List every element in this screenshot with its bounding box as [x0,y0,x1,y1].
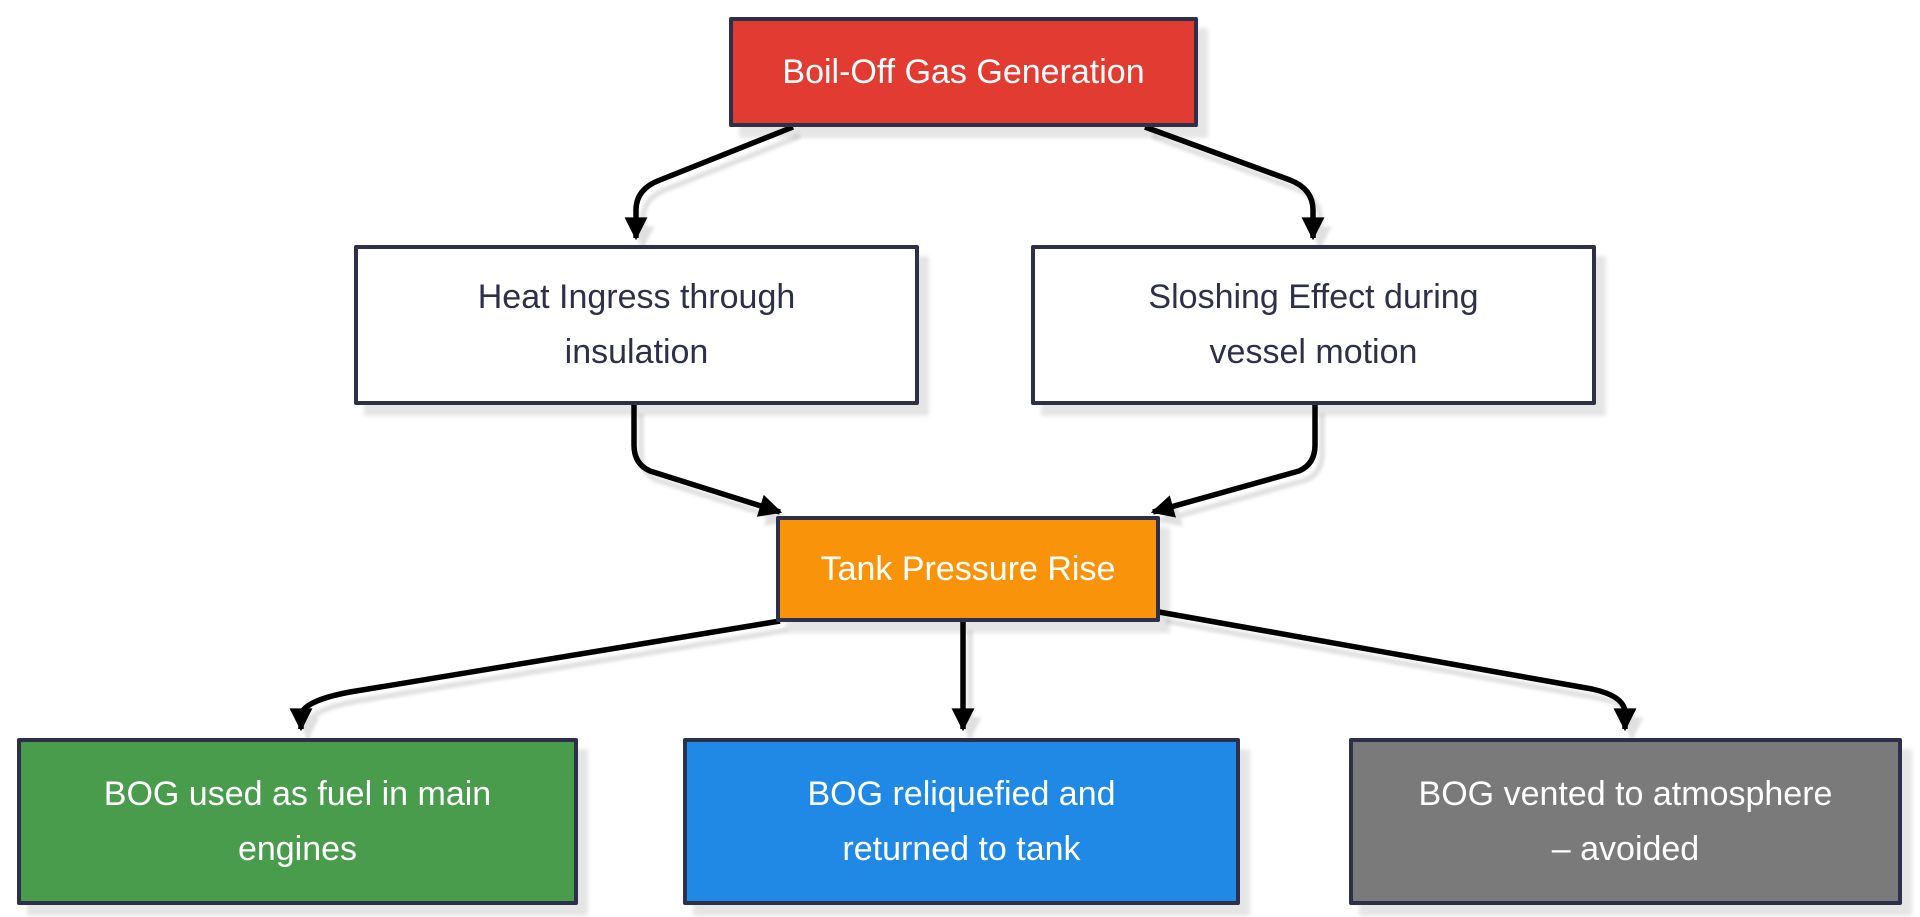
edge-tank-pressure-to-bog-fuel [289,618,781,732]
edge-tank-pressure-to-bog-vented [1158,609,1637,732]
edge-boiloff-to-heat-ingress [624,124,795,241]
node-tank-pressure-rise: Tank Pressure Rise [776,516,1160,622]
node-label: Heat Ingress through insulation [477,278,796,371]
node-label: BOG used as fuel in main engines [103,774,492,868]
node-bog-vented: BOG vented to atmosphere – avoided [1349,738,1902,905]
edge-heat-ingress-to-tank-pressure [631,405,783,517]
node-label: BOG reliquefied and returned to tank [807,774,1116,868]
node-label: BOG vented to atmosphere – avoided [1418,774,1833,868]
node-sloshing-effect: Sloshing Effect during vessel motion [1031,245,1596,405]
node-label: Tank Pressure Rise [820,549,1116,588]
node-label: Boil-Off Gas Generation [782,52,1145,91]
edge-boiloff-to-sloshing [1144,124,1325,241]
node-label: Sloshing Effect during vessel motion [1148,278,1479,371]
node-bog-used-as-fuel: BOG used as fuel in main engines [17,738,578,905]
node-heat-ingress: Heat Ingress through insulation [354,245,919,405]
node-bog-reliquefied: BOG reliquefied and returned to tank [683,738,1240,905]
edge-sloshing-to-tank-pressure [1150,405,1318,518]
node-boil-off-gas-generation: Boil-Off Gas Generation [729,17,1198,127]
